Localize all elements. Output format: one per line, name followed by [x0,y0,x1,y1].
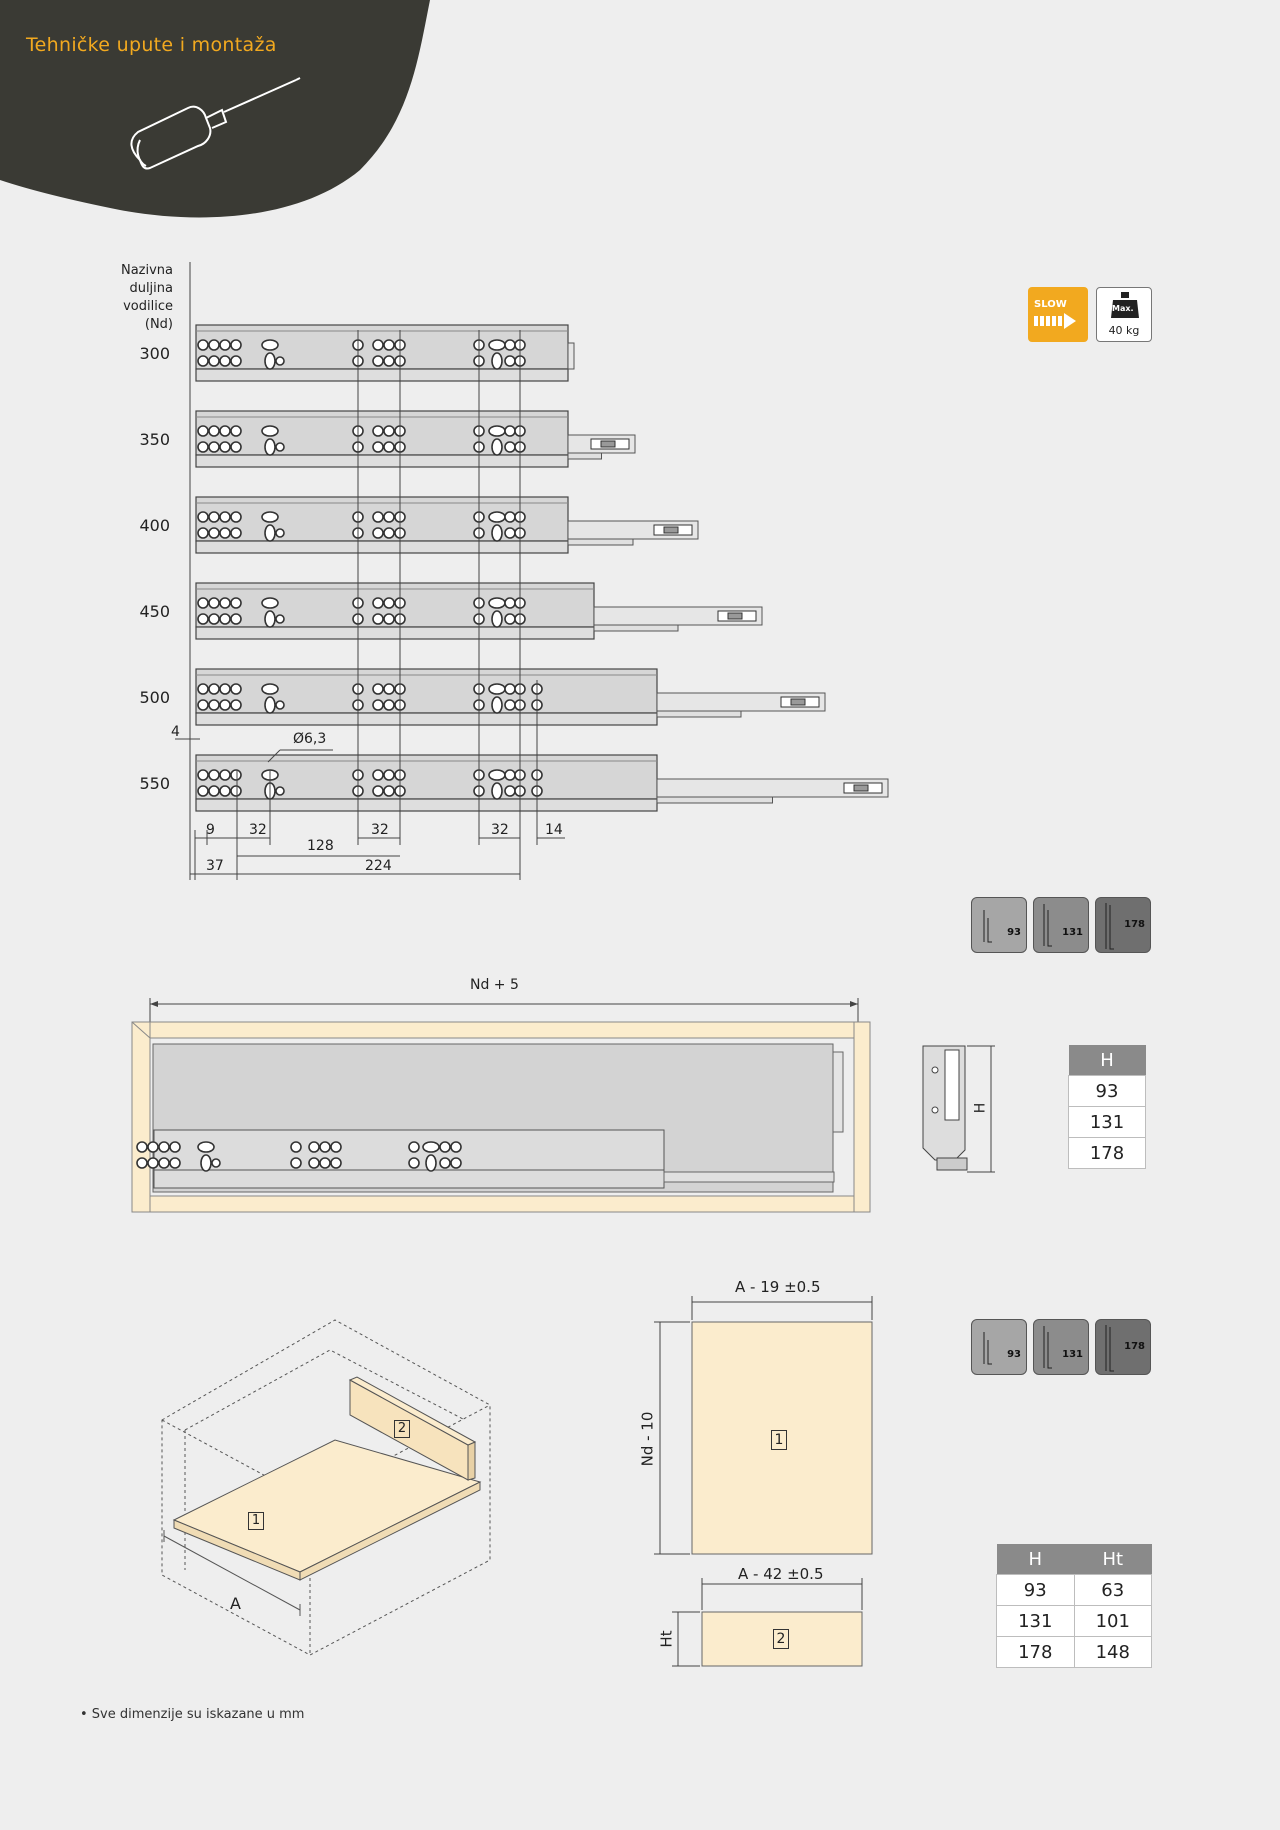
h-table-cell: 178 [1068,1137,1146,1169]
bottom-panel-part-1: 1 [771,1430,787,1450]
table-cell: 178 [996,1636,1075,1668]
slow-close-badge: SLOW [1028,287,1088,342]
rail-profile-icon [1105,903,1114,950]
height-badge-178: 178 [1095,897,1151,953]
nominal-length-heading: Nazivna duljina vodilice (Nd) [95,262,173,334]
dim-224: 224 [365,858,392,874]
h-ht-header-ht: Ht [1074,1544,1152,1575]
badge-131-label: 131 [1062,1349,1083,1360]
bottom-width-label: A - 19 ±0.5 [735,1278,821,1296]
dim-32-c: 32 [491,822,509,838]
part-2-marker: 2 [394,1420,410,1438]
load-value: 40 kg [1108,324,1140,337]
table-cell: 63 [1073,1574,1152,1606]
rail-side-profile [922,1045,995,1173]
rail-diagram [175,262,889,880]
h-table-cell: 131 [1068,1106,1146,1138]
height-badge-93: 93 [971,897,1027,953]
h-table-cell: 93 [1068,1075,1146,1107]
page-title: Tehničke upute i montaža [26,34,277,56]
length-label-400: 400 [139,516,170,535]
heading-line-1: Nazivna [120,263,173,278]
screwdriver-icon [130,77,301,170]
length-label-500: 500 [139,688,170,707]
badge-93-label: 93 [1007,927,1021,938]
table-cell: 148 [1073,1636,1152,1668]
drawer-rail [195,582,763,640]
dim-37: 37 [206,858,224,874]
table-row: 178 148 [996,1636,1152,1668]
h-ht-table: H Ht 93 63 131 101 178 148 [996,1544,1152,1668]
badge-93-label: 93 [1007,1349,1021,1360]
panel-drawings [654,1296,873,1667]
length-label-300: 300 [139,344,170,363]
isometric-drawer-view [161,1319,491,1656]
h-ht-header-h: H [996,1544,1074,1575]
back-panel-part-2: 2 [773,1629,789,1649]
weight-icon [1111,292,1139,318]
dim-4: 4 [171,724,180,740]
h-table-header: H [1068,1045,1146,1076]
back-width-label: A - 42 ±0.5 [738,1565,824,1583]
slow-label: SLOW [1034,299,1067,310]
slow-arrow-icon [1034,313,1076,329]
dim-128: 128 [307,838,334,854]
length-label-550: 550 [139,774,170,793]
footnote: • Sve dimenzije su iskazane u mm [80,1707,305,1722]
height-dimension-label: H [972,1102,989,1114]
dim-9: 9 [206,822,215,838]
table-cell: 131 [996,1605,1075,1637]
rail-profile-icon [1105,1325,1114,1372]
table-cell: 101 [1073,1605,1152,1637]
table-cell: 93 [996,1574,1075,1606]
part-1-marker: 1 [248,1512,264,1530]
header-blob [0,0,430,218]
dim-32-b: 32 [371,822,389,838]
badge-131-label: 131 [1062,927,1083,938]
bottom-depth-label: Nd - 10 [638,1411,657,1467]
dim-hole-diameter: Ø6,3 [293,731,327,747]
max-load-badge: Max. 40 kg [1096,287,1152,342]
drawer-rail [195,410,636,468]
dim-14: 14 [545,822,563,838]
drawer-rail [195,668,826,726]
heading-line-3: vodilice (Nd) [123,299,173,332]
height-badge-131: 131 [1033,1319,1089,1375]
height-badge-131: 131 [1033,897,1089,953]
cabinet-width-label: Nd + 5 [470,977,519,993]
dim-32-a: 32 [249,822,267,838]
drawer-rail [195,496,699,554]
rail-profile-icon [983,910,992,943]
rail-profile-icon [983,1332,992,1365]
length-label-350: 350 [139,430,170,449]
max-label: Max. [1112,304,1134,313]
table-row: 93 63 [996,1574,1152,1606]
height-badge-178: 178 [1095,1319,1151,1375]
cabinet-side-view [131,998,871,1213]
back-height-label: Ht [657,1630,676,1648]
rail-profile-icon [1043,1326,1052,1369]
drawer-rail [195,324,575,382]
a-label: A [230,1594,241,1613]
badge-178-label: 178 [1124,1341,1145,1352]
badge-178-label: 178 [1124,919,1145,930]
table-row: 131 101 [996,1605,1152,1637]
drawer-rail [195,754,889,812]
rail-profile-icon [1043,904,1052,947]
height-badge-93: 93 [971,1319,1027,1375]
length-label-450: 450 [139,602,170,621]
heading-line-2: duljina [129,281,173,296]
h-table: H 93 131 178 [1068,1045,1146,1169]
